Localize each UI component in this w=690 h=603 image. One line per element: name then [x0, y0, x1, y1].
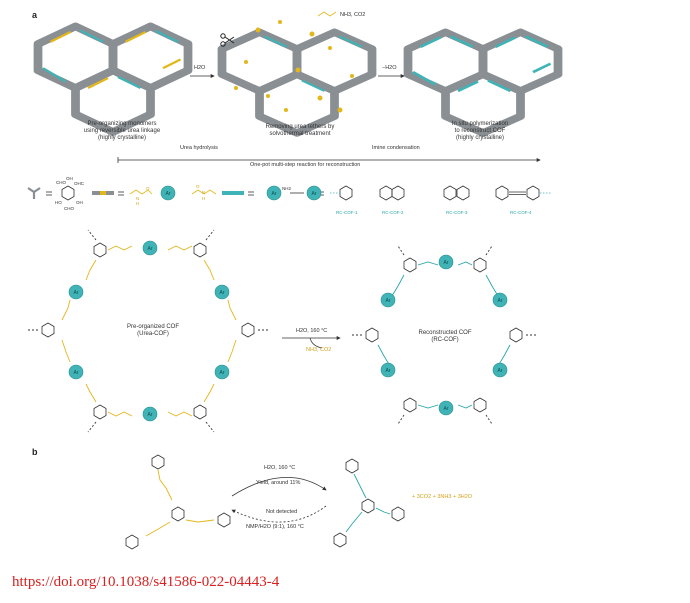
- forward-yield: Yield, around 11%: [256, 480, 301, 486]
- reaction-conditions: H2O, 160 °C: [296, 328, 328, 334]
- urea-label: H: [136, 201, 140, 206]
- byproduct-chain: [317, 11, 337, 17]
- doi-link[interactable]: https://doi.org/10.1038/s41586-022-04443…: [12, 574, 280, 590]
- cof-label: RC-COF-1: [336, 210, 358, 215]
- panel-b-byproducts: + 3CO2 + 3NH3 + 3H2O: [412, 494, 473, 500]
- reaction-byproduct: NH3, CO2: [306, 347, 332, 353]
- aldehyde-label: OH: [66, 176, 73, 181]
- cof-label: RC-COF-4: [510, 210, 532, 215]
- timeline-left: Urea hydrolysis: [180, 145, 218, 151]
- urea-label: N: [202, 190, 206, 195]
- left-cof-title: Pre-organized COF (Urea-COF): [110, 324, 196, 338]
- caption-line: (highly crystalline): [455, 135, 504, 141]
- caption-line: solvothermal treatment: [269, 131, 331, 137]
- title-line: Pre-organized COF: [126, 324, 180, 330]
- urea-cof-ring: [26, 229, 270, 433]
- panel-label-b: b: [32, 447, 38, 457]
- urea-label: O: [196, 184, 200, 189]
- ar-node-legend: [306, 185, 322, 201]
- framework-rc-cof: [408, 32, 558, 133]
- right-cof-title: Reconstructed COF (RC-COF): [402, 330, 488, 344]
- forward-arrow: [231, 476, 327, 497]
- urea-label: N: [136, 196, 140, 201]
- step3-caption: In situ polymerization to reconstruct CO…: [420, 121, 540, 142]
- reverse-reagent: NMP/H2O (9:1), 160 °C: [246, 524, 304, 530]
- timeline-right: Imine condensation: [372, 145, 420, 151]
- subtitle-line: (RC-COF): [431, 337, 459, 343]
- urea-label: H: [202, 196, 206, 201]
- caption-line: In situ polymerization: [451, 121, 509, 127]
- aldehyde-label: CHO: [56, 180, 66, 185]
- step1-caption: Pre-organizing monomers using reversible…: [62, 121, 182, 142]
- reverse-conditions: Not detected: [266, 509, 298, 515]
- step2-caption: Removing urea tethers by solvothermal tr…: [240, 124, 360, 138]
- ar-node-legend: [266, 185, 282, 201]
- step2-reagent: H2O: [194, 65, 206, 71]
- caption-line: Pre-organizing monomers: [87, 121, 157, 127]
- scissors-icon: [220, 33, 235, 47]
- caption-line: using reversible urea linkage: [83, 128, 161, 134]
- panel-label-a: a: [32, 10, 38, 20]
- model-product: [333, 458, 405, 548]
- ar-node-legend: [160, 185, 176, 201]
- framework-hydrolysis: [222, 32, 372, 133]
- urea-fragments: [234, 20, 354, 113]
- step3-reagent: −H2O: [382, 65, 397, 71]
- forward-conditions: H2O, 160 °C: [264, 465, 296, 471]
- aldehyde-label: OHC: [74, 181, 84, 186]
- cof-label: RC-COF-2: [382, 210, 404, 215]
- legend-row: [27, 185, 552, 201]
- aldehyde-label: HO: [55, 200, 62, 205]
- rc-cof-ring: [350, 245, 538, 425]
- caption-line: to reconstruct COF: [454, 128, 506, 134]
- amine-label: NH2: [282, 186, 292, 191]
- cof-label: RC-COF-3: [446, 210, 468, 215]
- caption-line: Removing urea tethers by: [265, 124, 335, 130]
- urea-label: O: [146, 186, 150, 191]
- framework-urea-cof: [38, 26, 188, 132]
- step2-byproduct: NH3, CO2: [340, 12, 366, 18]
- aldehyde-label: OH: [76, 200, 83, 205]
- title-line: Reconstructed COF: [418, 330, 472, 336]
- timeline-center: One-pot multi-step reaction for reconstr…: [250, 162, 361, 168]
- caption-line: (highly crystalline): [97, 135, 146, 141]
- subtitle-line: (Urea-COF): [137, 331, 169, 337]
- model-reactant: [125, 454, 231, 550]
- aldehyde-label: CHO: [64, 206, 74, 211]
- byproduct-curve: [309, 337, 323, 349]
